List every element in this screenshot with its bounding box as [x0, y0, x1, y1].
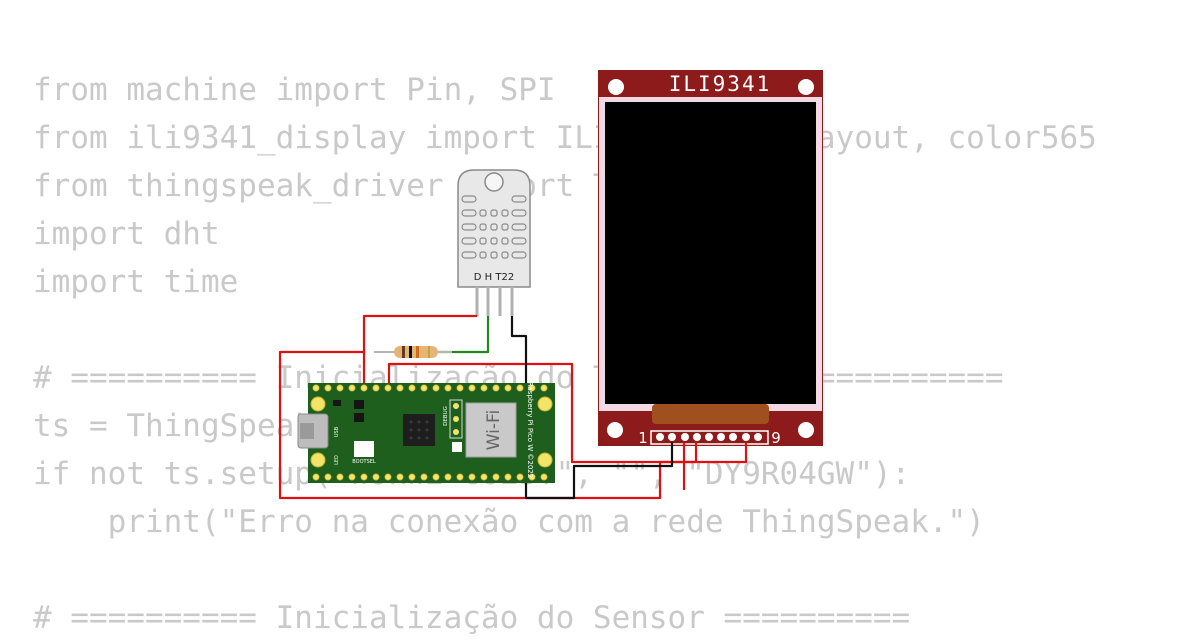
smd-chip-icon — [333, 400, 341, 406]
chip-pads — [409, 420, 429, 440]
bootsel-label: BOOTSEL — [352, 459, 376, 465]
code-line: print("Erro na conexão com a rede ThingS… — [33, 504, 985, 540]
board-pin[interactable] — [468, 384, 476, 392]
board-pin[interactable] — [360, 384, 368, 392]
board-pin[interactable] — [372, 473, 380, 481]
display-label: ILI9341 — [669, 72, 772, 96]
display-screen — [605, 102, 816, 404]
wire-sensor-data[interactable] — [438, 316, 490, 354]
board-pin[interactable] — [456, 384, 464, 392]
led-label: LED — [334, 455, 340, 465]
sensor-grille — [461, 195, 527, 259]
wire-display-signal[interactable] — [387, 362, 748, 464]
board-pin[interactable] — [444, 384, 452, 392]
mount-hole-icon — [798, 79, 814, 95]
board-pin[interactable] — [504, 473, 512, 481]
board-mount-hole-icon — [310, 396, 326, 412]
code-line: import dht — [33, 216, 220, 252]
board-pin[interactable] — [372, 384, 380, 392]
led-icon — [452, 442, 462, 452]
wifi-label: Wi-Fi — [484, 410, 504, 451]
display-ribbon-connector — [652, 404, 769, 424]
resistor-band — [416, 346, 419, 358]
board-pin[interactable] — [336, 473, 344, 481]
wires — [278, 314, 748, 500]
board-pin[interactable] — [432, 384, 440, 392]
board-pin[interactable] — [384, 473, 392, 481]
board-pin[interactable] — [516, 473, 524, 481]
board-pin[interactable] — [324, 384, 332, 392]
board-pin[interactable] — [492, 473, 500, 481]
board-pins-top — [312, 384, 548, 392]
mount-hole-icon — [607, 422, 623, 438]
board-pin[interactable] — [480, 384, 488, 392]
board-pin[interactable] — [528, 384, 536, 392]
display-pin-first-label: 1 — [638, 429, 648, 447]
board-pin[interactable] — [360, 473, 368, 481]
dht22-sensor[interactable]: D H T22 — [457, 169, 531, 316]
debug-label: DEBUG — [443, 406, 449, 426]
resistor-band — [409, 346, 412, 358]
board-pin[interactable] — [336, 384, 344, 392]
board-pin[interactable] — [492, 384, 500, 392]
display-pins — [656, 433, 762, 441]
smd-chip-icon — [354, 400, 364, 409]
code-line: from machine import Pin, SPI — [33, 72, 556, 108]
display-pin-last-label: 9 — [771, 429, 781, 447]
board-pin[interactable] — [312, 384, 320, 392]
ili9341-display[interactable]: ILI9341 1 9 — [598, 70, 823, 447]
board-pins-bottom — [312, 473, 548, 481]
board-pin[interactable] — [420, 384, 428, 392]
wire-ground[interactable] — [510, 316, 674, 500]
debug-pin — [453, 429, 459, 435]
board-pin[interactable] — [528, 473, 536, 481]
resistor-band — [428, 346, 430, 358]
board-pin[interactable] — [348, 384, 356, 392]
mount-hole-icon — [608, 79, 624, 95]
usb-port-icon — [300, 423, 314, 439]
pico-w-board[interactable]: Wi-Fi Raspberry Pi Pico W ©2022 DEBUG BO… — [297, 382, 555, 483]
bootsel-button[interactable] — [354, 441, 374, 457]
board-pin[interactable] — [432, 473, 440, 481]
board-pin[interactable] — [456, 473, 464, 481]
board-pin[interactable] — [516, 384, 524, 392]
debug-pin — [453, 403, 459, 409]
board-pin[interactable] — [420, 473, 428, 481]
board-mount-hole-icon — [537, 452, 553, 468]
wire-sensor-vcc[interactable] — [362, 314, 477, 390]
mount-hole-icon — [798, 422, 814, 438]
board-pin[interactable] — [540, 473, 548, 481]
board-mount-hole-icon — [537, 396, 553, 412]
code-line: ts = ThingSpeak( — [33, 408, 332, 444]
sensor-label: D H T22 — [474, 272, 514, 283]
board-pin[interactable] — [504, 384, 512, 392]
board-mount-hole-icon — [310, 452, 326, 468]
debug-pin — [453, 416, 459, 422]
wifi-module — [465, 402, 517, 458]
board-model-label: Raspberry Pi Pico W ©2022 — [526, 382, 534, 478]
sensor-pins — [475, 287, 514, 316]
sensor-hole-icon — [484, 172, 504, 192]
resistor-band — [402, 346, 405, 358]
usb-label: USB — [334, 426, 340, 437]
board-pin[interactable] — [480, 473, 488, 481]
board-pin[interactable] — [324, 473, 332, 481]
board-pin[interactable] — [540, 384, 548, 392]
resistor[interactable] — [374, 346, 452, 358]
board-pin[interactable] — [468, 473, 476, 481]
board-pin[interactable] — [312, 473, 320, 481]
board-pin[interactable] — [396, 473, 404, 481]
smd-chip-icon — [354, 413, 364, 422]
display-pin-header — [650, 430, 769, 445]
board-pin[interactable] — [408, 473, 416, 481]
board-pin[interactable] — [444, 473, 452, 481]
board-pin[interactable] — [384, 384, 392, 392]
board-pin[interactable] — [348, 473, 356, 481]
code-line: import time — [33, 264, 239, 300]
board-pin[interactable] — [408, 384, 416, 392]
board-pin[interactable] — [396, 384, 404, 392]
